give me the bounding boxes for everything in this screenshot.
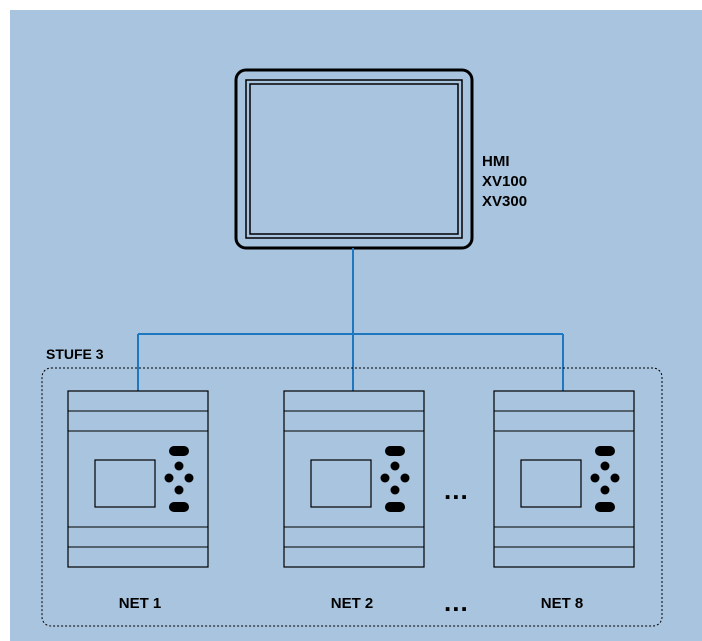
keypad-bottom-button: [385, 502, 405, 512]
keypad-bottom-button: [595, 502, 615, 512]
keypad-cursor-button: [174, 485, 184, 495]
device-net-8: [493, 390, 635, 568]
keypad-cursor-button: [380, 473, 390, 483]
ellipsis-between-labels: ...: [444, 587, 469, 617]
hmi-screen: [249, 83, 459, 235]
keypad-cursor-button: [390, 461, 400, 471]
group-title: STUFE 3: [46, 346, 104, 362]
keypad-cursor-button: [600, 485, 610, 495]
keypad-cursor-button: [390, 485, 400, 495]
device-label-net-1: NET 1: [118, 595, 162, 612]
network-connections: [137, 248, 564, 391]
device-net-2: [283, 390, 425, 568]
keypad-top-button: [169, 446, 189, 456]
keypad-cursor-button: [184, 473, 194, 483]
keypad-top-button: [385, 446, 405, 456]
device-net-1: [67, 390, 209, 568]
hmi-label-line-1: HMI: [482, 153, 510, 170]
device-display: [520, 459, 582, 508]
hmi-label-line-3: XV300: [482, 193, 528, 210]
device-label-net-2: NET 2: [330, 595, 374, 612]
hmi-label-line-2: XV100: [482, 173, 528, 190]
hmi-panel-frame: [234, 68, 474, 250]
keypad-top-button: [595, 446, 615, 456]
hmi-bezel: [245, 79, 463, 239]
device-label-net-8: NET 8: [540, 595, 584, 612]
keypad-bottom-button: [169, 502, 189, 512]
device-display: [310, 459, 372, 508]
keypad-cursor-button: [590, 473, 600, 483]
devices-layer: [67, 390, 635, 568]
stufe-group-boundary: [41, 367, 663, 627]
keypad-cursor-button: [174, 461, 184, 471]
device-display: [94, 459, 156, 508]
keypad-cursor-button: [400, 473, 410, 483]
ellipsis-between-devices: ...: [444, 475, 469, 505]
keypad-cursor-button: [164, 473, 174, 483]
keypad-cursor-button: [600, 461, 610, 471]
hmi-panel: [234, 68, 474, 250]
keypad-cursor-button: [610, 473, 620, 483]
